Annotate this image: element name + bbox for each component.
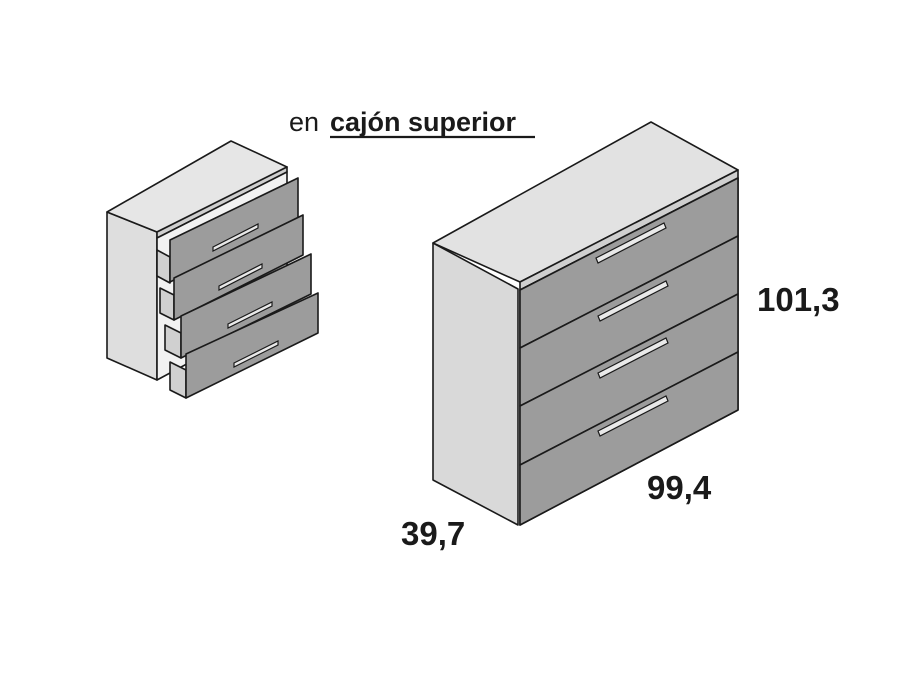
dimension-labels: 101,3 99,4 39,7	[401, 281, 840, 552]
drawer-side	[156, 249, 171, 284]
small-dresser-side-panel	[106, 211, 158, 381]
dimension-height: 101,3	[757, 281, 840, 318]
caption-emphasis: cajón superior	[330, 107, 517, 137]
drawer-handle	[227, 301, 273, 329]
drawer-handle	[597, 395, 669, 437]
drawer-handle	[595, 222, 667, 264]
dimension-depth: 39,7	[401, 515, 465, 552]
drawer-front	[180, 253, 312, 359]
open-drawer-3	[164, 253, 312, 359]
drawer-front	[173, 214, 304, 321]
open-drawer-4	[169, 292, 319, 399]
drawer-side	[169, 361, 187, 399]
drawer-front	[185, 292, 319, 399]
caption: en cajón superior	[289, 107, 535, 139]
dimension-width: 99,4	[647, 469, 712, 506]
drawer-handle	[597, 280, 669, 322]
large-dresser-closed	[432, 121, 739, 526]
open-drawer-2	[159, 214, 304, 321]
drawer-handle	[212, 223, 259, 252]
closed-drawer-4	[519, 351, 739, 526]
caption-prefix: en	[289, 107, 319, 137]
drawer-handle	[233, 340, 279, 368]
small-dresser-open-drawers	[106, 140, 319, 399]
open-drawer-1	[156, 177, 299, 284]
drawer-handle	[597, 337, 669, 379]
large-dresser-side-panel	[432, 242, 519, 526]
drawer-handle	[218, 263, 263, 291]
